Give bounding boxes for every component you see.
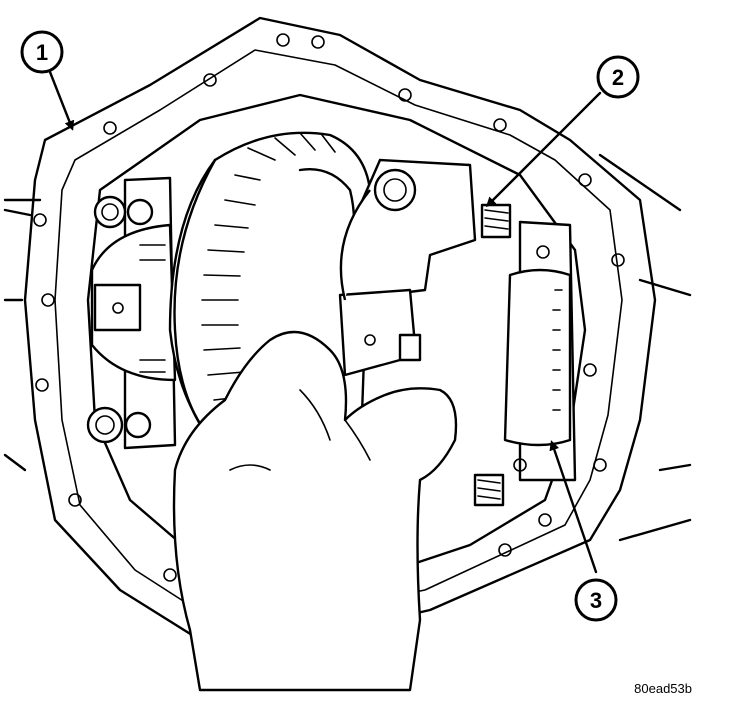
- callout-2: 2: [596, 55, 640, 99]
- flange-bolt-holes: [33, 33, 625, 582]
- axle-housing: [3, 153, 692, 542]
- housing-flange: [23, 16, 657, 642]
- callout-2-label: 2: [612, 65, 624, 90]
- callout-leaders: [48, 70, 602, 574]
- left-bearing-cap: [86, 176, 177, 450]
- adjuster-threads: [473, 203, 512, 507]
- callout-1-label: 1: [36, 40, 48, 65]
- figure-code: 80ead53b: [634, 681, 692, 696]
- right-bearing-cap: [338, 158, 477, 377]
- housing-cavity: [86, 93, 587, 582]
- hand: [172, 330, 458, 692]
- leader-2: [485, 91, 602, 208]
- bearing-cup: [503, 220, 577, 482]
- leader-3: [549, 440, 598, 574]
- callout-1: 1: [20, 30, 64, 74]
- leader-1: [48, 70, 75, 131]
- callout-3-label: 3: [590, 588, 602, 613]
- callout-3: 3: [574, 578, 618, 622]
